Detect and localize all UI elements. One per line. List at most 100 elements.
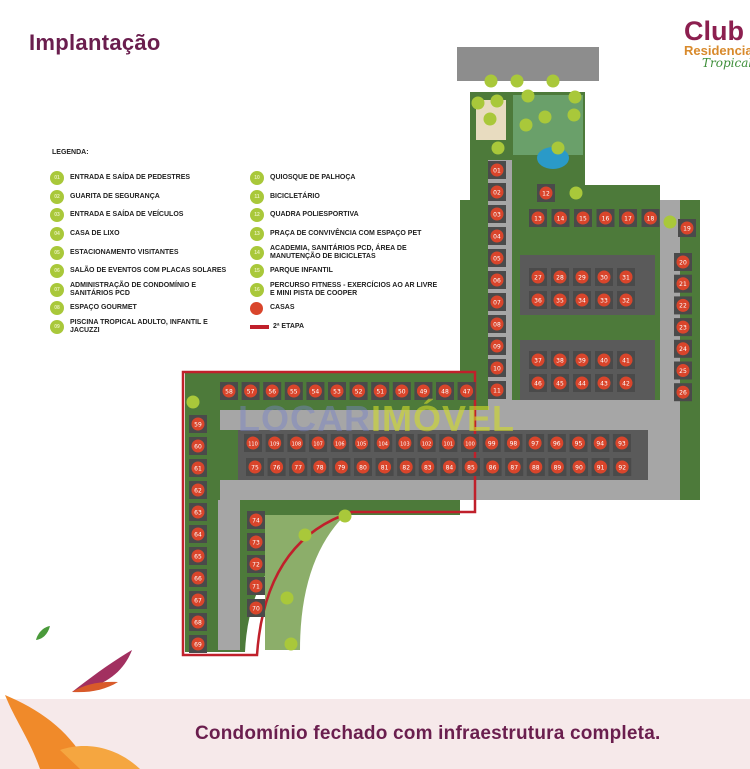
amenity-marker (510, 74, 524, 88)
amenity-number-icon: 02 (50, 189, 64, 204)
amenity-marker (519, 118, 533, 132)
house-number: 103 (400, 441, 410, 447)
house-marker (420, 436, 434, 450)
amenity-marker (490, 94, 504, 108)
house-number: 48 (441, 388, 449, 395)
house-number: 89 (554, 464, 562, 471)
house-marker (553, 353, 567, 367)
legend-item-label: GUARITA DE SEGURANÇA (70, 192, 160, 200)
house-number: 26 (679, 390, 687, 397)
house-marker (378, 460, 392, 474)
footer-band (0, 699, 750, 769)
house-number: 62 (194, 487, 202, 494)
legend-item-label: ESTACIONAMENTO VISITANTES (70, 248, 179, 256)
house-number: 109 (270, 441, 280, 447)
legend-item-label: BICICLETÁRIO (270, 192, 320, 200)
house-marker (191, 527, 205, 541)
house-number: 101 (444, 441, 454, 447)
amenity-number-icon: 13 (250, 227, 264, 242)
legend-item-label: ENTRADA E SAÍDA DE VEÍCULOS (70, 211, 184, 219)
house-marker (528, 436, 542, 450)
amenity-number-icon: 15 (250, 264, 264, 279)
house-marker (576, 211, 590, 225)
house-marker (575, 376, 589, 390)
amenity-number-icon: 04 (50, 227, 64, 242)
amenity-marker (568, 90, 582, 104)
legend-item-label: PRAÇA DE CONVIVÊNCIA COM ESPAÇO PET (270, 230, 422, 238)
house-marker (191, 417, 205, 431)
house-number: 16 (602, 215, 610, 222)
house-marker (395, 384, 409, 398)
house-marker (490, 295, 504, 309)
house-number: 88 (532, 464, 540, 471)
house-marker (553, 376, 567, 390)
house-number: 47 (463, 388, 471, 395)
house-marker (356, 460, 370, 474)
house-marker (311, 436, 325, 450)
house-number: 92 (618, 464, 626, 471)
house-number: 27 (534, 274, 542, 281)
house-number: 108 (292, 441, 302, 447)
house-number: 76 (273, 464, 281, 471)
legend-item-label: QUIOSQUE DE PALHOÇA (270, 174, 356, 182)
house-marker (572, 436, 585, 450)
house-marker (222, 384, 236, 398)
house-marker (676, 255, 690, 269)
house-number: 54 (312, 388, 320, 395)
house-number: 55 (290, 388, 298, 395)
house-number: 34 (578, 297, 586, 304)
logo-club: Club (684, 16, 744, 46)
house-marker (438, 384, 452, 398)
house-number: 32 (622, 297, 630, 304)
house-dot-icon (250, 301, 263, 315)
amenity-marker (551, 141, 565, 155)
house-marker (621, 211, 635, 225)
house-marker (490, 229, 504, 243)
house-number: 84 (446, 464, 454, 471)
amenity-marker (663, 215, 677, 229)
house-number: 107 (313, 441, 323, 447)
house-marker (270, 460, 284, 474)
house-marker (191, 549, 205, 563)
house-number: 37 (534, 357, 542, 364)
club-residencial-tropical-logo: Club Residencial Tropical (684, 16, 750, 70)
house-number: 07 (493, 299, 501, 306)
legend-item-label: CASA DE LIXO (70, 230, 120, 238)
house-marker (416, 384, 430, 398)
house-number: 97 (531, 440, 539, 447)
house-marker (676, 385, 690, 399)
house-number: 65 (194, 553, 202, 560)
house-number: 110 (248, 441, 258, 447)
house-marker (421, 460, 435, 474)
house-number: 80 (359, 464, 367, 471)
legend-item-label: PERCURSO FITNESS - EXERCÍCIOS AO AR LIVR… (270, 281, 438, 297)
house-number: 56 (268, 388, 276, 395)
house-marker (676, 277, 690, 291)
amenity-marker (284, 637, 298, 651)
house-marker (490, 185, 504, 199)
house-marker (268, 436, 282, 450)
house-marker (676, 298, 690, 312)
house-number: 10 (493, 365, 501, 372)
house-number: 33 (600, 297, 608, 304)
house-marker (644, 211, 657, 225)
house-number: 06 (493, 277, 501, 284)
legend-item-label: ACADEMIA, SANITÁRIOS PCD, ÁREA DE MANUTE… (270, 244, 407, 260)
house-number: 30 (600, 274, 608, 281)
house-marker (289, 436, 303, 450)
house-number: 45 (556, 380, 564, 387)
house-number: 42 (622, 380, 630, 387)
legend-heading: LEGENDA: (52, 149, 89, 156)
house-marker (575, 293, 589, 307)
house-marker (619, 376, 633, 390)
legend-item: 13 PRAÇA DE CONVIVÊNCIA COM ESPAÇO PET (250, 225, 440, 244)
house-marker (619, 353, 633, 367)
house-number: 78 (316, 464, 324, 471)
